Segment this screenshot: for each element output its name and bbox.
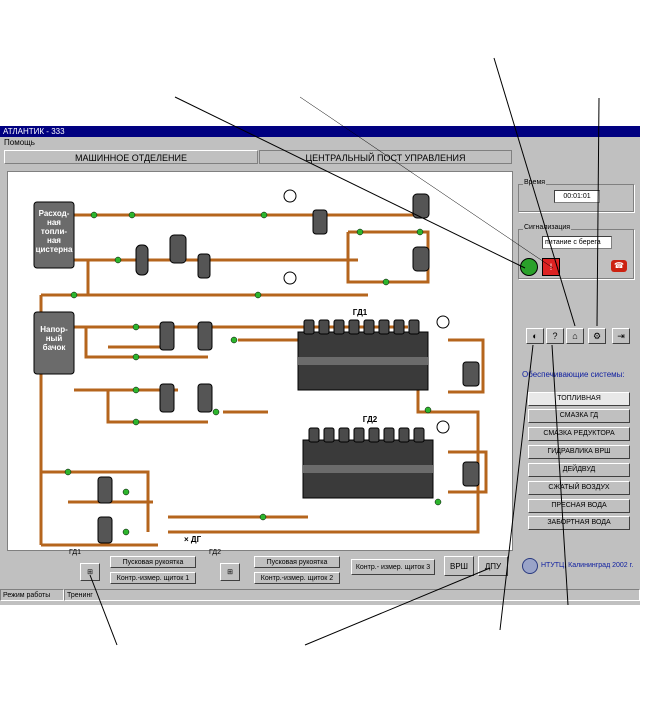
vrsh-button[interactable]: ВРШ: [444, 556, 474, 576]
tank1-label-1: Расход-: [39, 209, 70, 218]
dg-label: × ДГ: [184, 535, 202, 544]
alarm-icon[interactable]: !: [542, 258, 560, 276]
gauge-panel-3-button[interactable]: Контр.- измер. щиток 3: [351, 559, 435, 575]
tab-engine-room[interactable]: МАШИННОЕ ОТДЕЛЕНИЕ: [4, 150, 258, 164]
logo-icon: [522, 558, 538, 574]
engine-gd1: [297, 319, 429, 391]
tank1-label-4: ная: [47, 236, 61, 245]
window-title: АТЛАНТИК - 333: [0, 126, 640, 137]
system-fuel-button[interactable]: ТОПЛИВНАЯ: [528, 392, 630, 406]
gd1-group-label: ГД1: [69, 549, 81, 556]
system-gear-lube-button[interactable]: СМАЗКА РЕДУКТОРА: [528, 427, 630, 441]
engine2-label: ГД2: [363, 415, 378, 424]
status-mode-label: Режим работы: [0, 589, 64, 601]
gd1-start-handle-button[interactable]: Пусковая рукоятка: [110, 556, 196, 568]
menu-help[interactable]: Помощь: [4, 138, 35, 147]
engine-gd2: [302, 427, 434, 499]
help-icon[interactable]: ?: [546, 328, 564, 344]
piping-schematic: Расход- ная топли- ная цистерна Напор- н…: [33, 189, 488, 547]
tank1-label-2: ная: [47, 218, 61, 227]
time-label: Время: [523, 179, 547, 186]
gd2-start-handle-button[interactable]: Пусковая рукоятка: [254, 556, 340, 568]
du-button[interactable]: ДПУ: [478, 556, 508, 576]
settings-icon[interactable]: ⚙: [588, 328, 606, 344]
engine1-label: ГД1: [353, 308, 368, 317]
engine-room-diagram: Расход- ная топли- ная цистерна Напор- н…: [7, 171, 513, 551]
gd1-gauge-panel-button[interactable]: Контр.-измер. щиток 1: [110, 572, 196, 584]
gd2-control-icon[interactable]: ⊞: [220, 563, 240, 581]
tank2-label-2: ный: [46, 334, 63, 343]
app-window: АТЛАНТИК - 333 Помощь МАШИННОЕ ОТДЕЛЕНИЕ…: [0, 126, 640, 605]
system-seawater-button[interactable]: ЗАБОРТНАЯ ВОДА: [528, 516, 630, 530]
power-indicator-icon[interactable]: [520, 258, 538, 276]
home-icon[interactable]: ⌂: [566, 328, 584, 344]
tab-control-post[interactable]: ЦЕНТРАЛЬНЫЙ ПОСТ УПРАВЛЕНИЯ: [259, 150, 512, 164]
tank1-label-3: топли-: [41, 227, 68, 236]
sound-icon[interactable]: ◐: [526, 328, 544, 344]
system-freshwater-button[interactable]: ПРЕСНАЯ ВОДА: [528, 499, 630, 513]
signal-display: питание с берега: [542, 236, 612, 249]
status-mode-value: Тренинг: [64, 589, 640, 601]
phone-icon[interactable]: ☎: [611, 260, 627, 272]
gd1-control-icon[interactable]: ⊞: [80, 563, 100, 581]
menu-bar: Помощь: [0, 137, 640, 148]
time-display: 00:01:01: [554, 190, 600, 203]
tank1-label-5: цистерна: [36, 245, 73, 254]
system-hydraulics-button[interactable]: ГИДРАВЛИКА ВРШ: [528, 445, 630, 459]
system-air-button[interactable]: СЖАТЫЙ ВОЗДУХ: [528, 481, 630, 495]
tank2-label-1: Напор-: [40, 325, 68, 334]
tank2-label-3: бачок: [43, 343, 67, 352]
signal-label: Сигнализация: [523, 224, 572, 231]
gd2-gauge-panel-button[interactable]: Контр.-измер. щиток 2: [254, 572, 340, 584]
system-sterntube-button[interactable]: ДЕЙДВУД: [528, 463, 630, 477]
gd2-group-label: ГД2: [209, 549, 221, 556]
exit-icon[interactable]: ⇥: [612, 328, 630, 344]
footer-text: НТУТЦ, Калининград 2002 г.: [541, 562, 634, 569]
system-gd-lube-button[interactable]: СМАЗКА ГД: [528, 409, 630, 423]
status-bar: Режим работы Тренинг: [0, 589, 640, 601]
systems-title: Обеспечивающие системы:: [522, 370, 625, 379]
